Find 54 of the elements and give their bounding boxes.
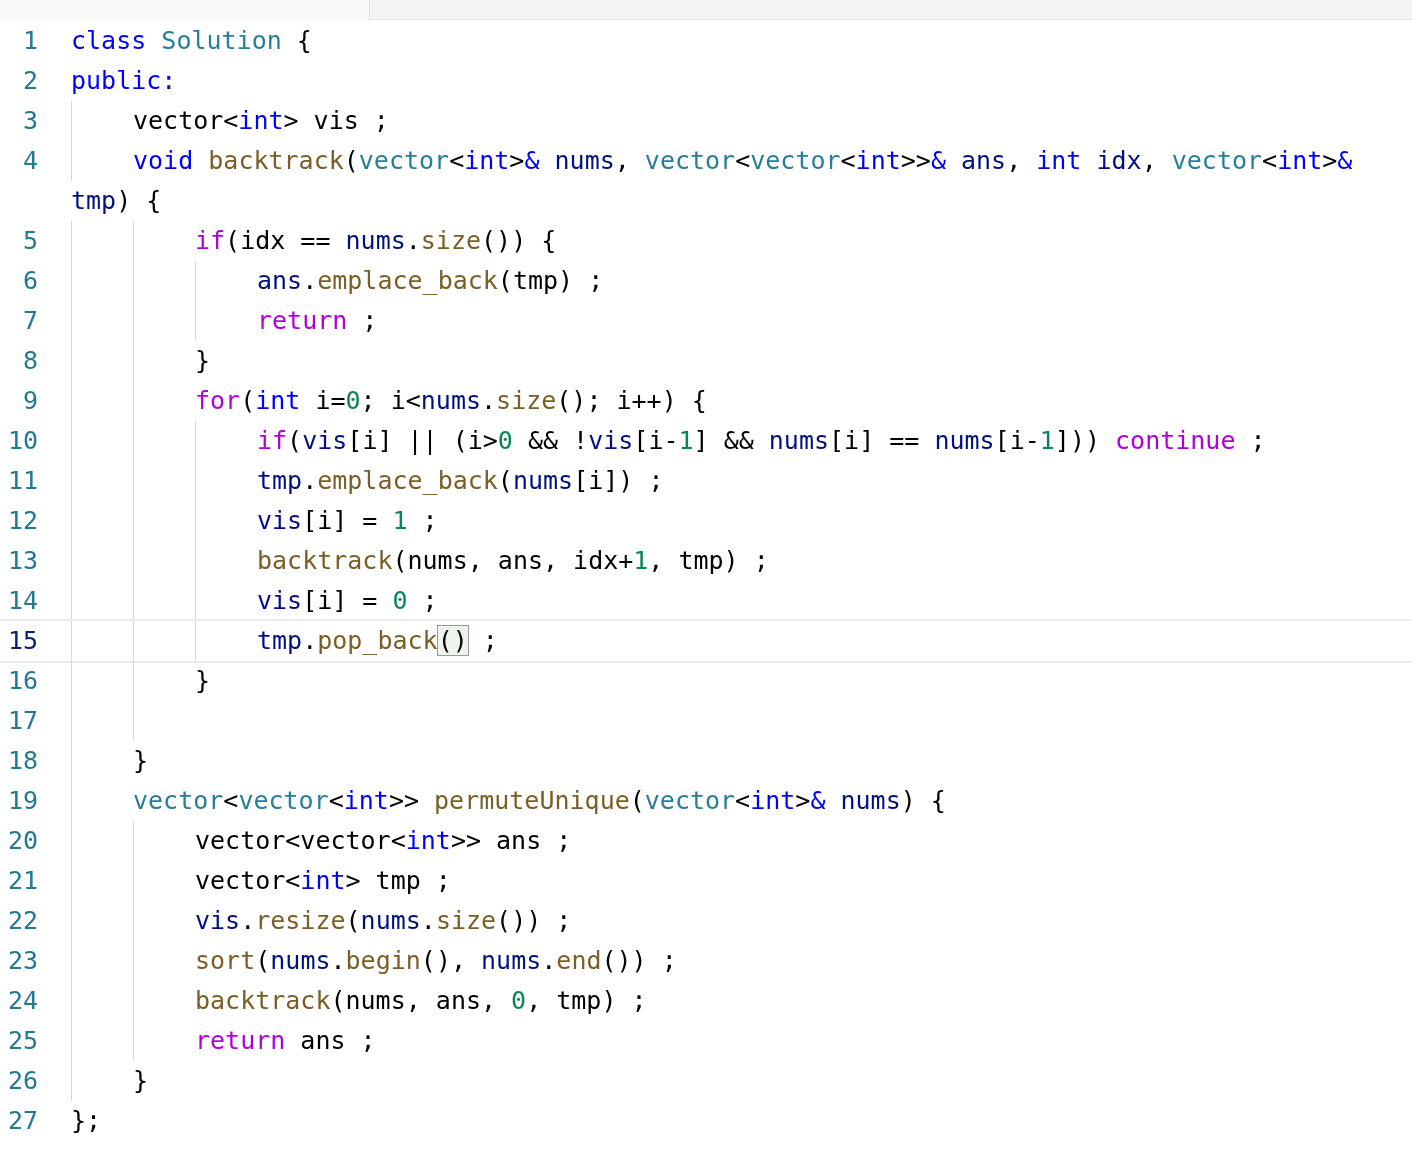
line-number: 20 [6,825,38,857]
line-number: 17 [6,705,38,737]
line-number: 14 [6,585,38,617]
line-number: 16 [6,665,38,697]
line-number: 2 [21,65,38,97]
code-line: class Solution { [71,26,312,55]
code-line: return ans ; [195,1026,376,1055]
line-number: 8 [21,345,38,377]
code-line: public: [71,66,177,95]
line-number: 7 [21,305,38,337]
line-number: 9 [21,385,38,417]
line-number: 23 [6,945,38,977]
line-number: 26 [6,1065,38,1097]
line-number: 22 [6,905,38,937]
code-line: } [133,746,149,775]
line-number: 19 [6,785,38,817]
line-number: 1 [21,25,38,57]
line-number: 3 [21,105,38,137]
code-line: } [133,1066,149,1095]
code-line: vector<vector<int>> permuteUnique(vector<int>& nums) { [133,786,946,815]
line-number: 12 [6,505,38,537]
line-number: 15 [6,625,38,657]
line-number: 6 [21,265,38,297]
line-number: 10 [6,425,38,457]
line-number: 4 [21,145,38,177]
code-line: vis[i] = 0 ; [257,586,438,615]
code-line: for(int i=0; i<nums.size(); i++) { [195,386,707,415]
code-line: if(vis[i] || (i>0 && !vis[i-1] && nums[i] == nums[i-1])) continue ; [257,426,1266,455]
code-line: } [195,666,211,695]
code-line: backtrack(nums, ans, 0, tmp) ; [195,986,647,1015]
line-number: 25 [6,1025,38,1057]
code-line: ans.emplace_back(tmp) ; [257,266,604,295]
code-line: return ; [257,306,378,335]
code-line: tmp.emplace_back(nums[i]) ; [257,466,664,495]
code-line: } [195,346,211,375]
code-line: vis.resize(nums.size()) ; [195,906,572,935]
code-line: }; [71,1106,102,1135]
line-number: 21 [6,865,38,897]
code-line: void backtrack(vector<int>& nums, vector<vector<int>>& ans, int idx, vector<int>& [133,146,1353,175]
line-number: 27 [6,1105,38,1137]
code-line: sort(nums.begin(), nums.end()) ; [195,946,677,975]
line-number: 24 [6,985,38,1017]
line-number: 5 [21,225,38,257]
line-number: 13 [6,545,38,577]
code-line: tmp.pop_back() ; [257,626,498,655]
line-number: 18 [6,745,38,777]
code-line: tmp) { [71,186,162,215]
code-line: vector<int> tmp ; [195,866,451,895]
code-line: vector<int> vis ; [133,106,389,135]
code-line: vector<vector<int>> ans ; [195,826,572,855]
code-line: backtrack(nums, ans, idx+1, tmp) ; [257,546,769,575]
code-line: if(idx == nums.size()) { [195,226,557,255]
code-line: vis[i] = 1 ; [257,506,438,535]
line-number: 11 [6,465,38,497]
